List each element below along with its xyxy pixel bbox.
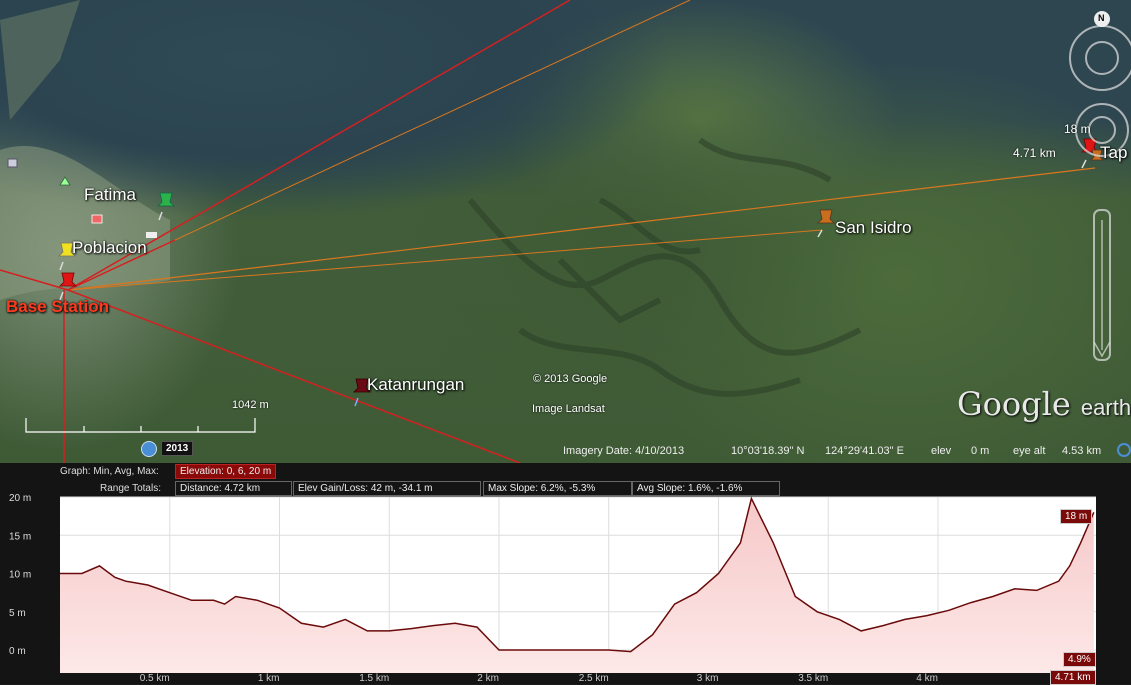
pin-base-station-icon[interactable] bbox=[59, 272, 77, 301]
link-line-san-isidro bbox=[67, 229, 823, 291]
x-tick-label: 2.5 km bbox=[579, 673, 609, 684]
elevation-area bbox=[60, 498, 1094, 673]
eye-alt-value: 4.53 km bbox=[1062, 445, 1102, 457]
copyright-text: © 2013 Google bbox=[533, 373, 608, 385]
link-line-red bbox=[67, 0, 571, 291]
link-line-poblacion bbox=[67, 239, 176, 291]
y-tick-label: 20 m bbox=[9, 493, 31, 504]
scale-label: 1042 m bbox=[232, 399, 269, 411]
end-elevation-badge: 18 m bbox=[1060, 509, 1093, 524]
max-slope-box[interactable]: Max Slope: 6.2%, -5.3% bbox=[483, 481, 632, 496]
scale-bar bbox=[25, 418, 256, 433]
latitude-readout: 10°03'18.39" N bbox=[731, 445, 805, 457]
pin-tap-icon[interactable] bbox=[1081, 138, 1104, 169]
label-fatima: Fatima bbox=[84, 185, 136, 204]
google-earth-logo: Google earth bbox=[957, 385, 1131, 423]
x-tick-label: 0.5 km bbox=[140, 673, 170, 684]
graph-header-label: Graph: Min, Avg, Max: bbox=[60, 466, 159, 477]
map-view[interactable]: Fatima Poblacion Base Station Katanrunga… bbox=[0, 0, 1131, 463]
x-tick-label: 4 km bbox=[916, 673, 938, 684]
loading-spinner-icon bbox=[1117, 443, 1131, 457]
end-distance-badge: 4.71 km bbox=[1050, 670, 1096, 685]
move-ring-icon[interactable] bbox=[1075, 103, 1129, 157]
compass-north-icon[interactable] bbox=[1094, 11, 1110, 27]
gain-loss-box[interactable]: Elev Gain/Loss: 42 m, -34.1 m bbox=[293, 481, 481, 496]
slope-badge: 4.9% bbox=[1063, 652, 1096, 667]
elevation-chart[interactable]: 20 m 15 m 10 m 5 m 0 m 0.5 km 1 km 1.5 km 2 km 2… bbox=[0, 463, 1131, 684]
historical-imagery-clock-icon[interactable] bbox=[141, 441, 157, 457]
compass-n-label: N bbox=[1098, 13, 1105, 23]
elev-value: 0 m bbox=[971, 445, 990, 457]
navigation-controls[interactable] bbox=[1069, 25, 1131, 361]
landmark-icon bbox=[91, 214, 103, 224]
pin-katanrungan-icon[interactable] bbox=[353, 378, 371, 407]
zoom-slider[interactable] bbox=[1093, 209, 1111, 361]
x-tick-label: 3 km bbox=[697, 673, 719, 684]
marker-distance-label: 4.71 km bbox=[1013, 146, 1056, 160]
x-tick-label: 1 km bbox=[258, 673, 280, 684]
label-base-station: Base Station bbox=[6, 297, 109, 316]
elevation-summary-box[interactable]: Elevation: 0, 6, 20 m bbox=[175, 464, 277, 479]
longitude-readout: 124°29'41.03" E bbox=[825, 445, 904, 457]
avg-slope-box[interactable]: Avg Slope: 1.6%, -1.6% bbox=[632, 481, 780, 496]
imagery-date: Imagery Date: 4/10/2013 bbox=[563, 445, 685, 457]
link-line-katanrungan bbox=[67, 289, 521, 463]
label-tap: Tap bbox=[1100, 143, 1128, 162]
park-icon bbox=[59, 176, 71, 186]
imagery-source-text: Image Landsat bbox=[532, 403, 605, 415]
marker-height-label: 18 m bbox=[1064, 122, 1091, 136]
y-tick-label: 10 m bbox=[9, 570, 31, 581]
label-san-isidro: San Isidro bbox=[835, 218, 912, 237]
look-ring-icon[interactable] bbox=[1069, 25, 1131, 91]
elev-label: elev bbox=[931, 445, 952, 457]
year-badge[interactable]: 2013 bbox=[161, 441, 194, 456]
pin-san-isidro-icon[interactable] bbox=[817, 209, 835, 238]
x-tick-label: 3.5 km bbox=[798, 673, 828, 684]
building-icon bbox=[146, 232, 157, 238]
x-tick-label: 2 km bbox=[477, 673, 499, 684]
pin-fatima-icon[interactable] bbox=[157, 192, 175, 221]
label-katanrungan: Katanrungan bbox=[367, 375, 465, 394]
elevation-profile-panel[interactable]: Graph: Min, Avg, Max: Elevation: 0, 6, 2… bbox=[0, 463, 1131, 685]
range-totals-label: Range Totals: bbox=[100, 483, 161, 494]
y-tick-label: 0 m bbox=[9, 646, 26, 657]
link-line-tap bbox=[67, 167, 1096, 291]
distance-box[interactable]: Distance: 4.72 km bbox=[175, 481, 292, 496]
elevation-line bbox=[60, 496, 1095, 653]
sidebar-toggle-icon[interactable] bbox=[7, 158, 18, 168]
link-line-west bbox=[0, 269, 69, 291]
status-bar: Imagery Date: 4/10/2013 10°03'18.39" N 1… bbox=[0, 441, 1131, 463]
map-overlay bbox=[0, 0, 1131, 463]
y-tick-label: 5 m bbox=[9, 608, 26, 619]
eye-alt-label: eye alt bbox=[1013, 445, 1046, 457]
label-poblacion: Poblacion bbox=[72, 238, 147, 257]
x-tick-label: 1.5 km bbox=[359, 673, 389, 684]
y-tick-label: 15 m bbox=[9, 531, 31, 542]
pin-poblacion-icon[interactable] bbox=[58, 242, 76, 271]
